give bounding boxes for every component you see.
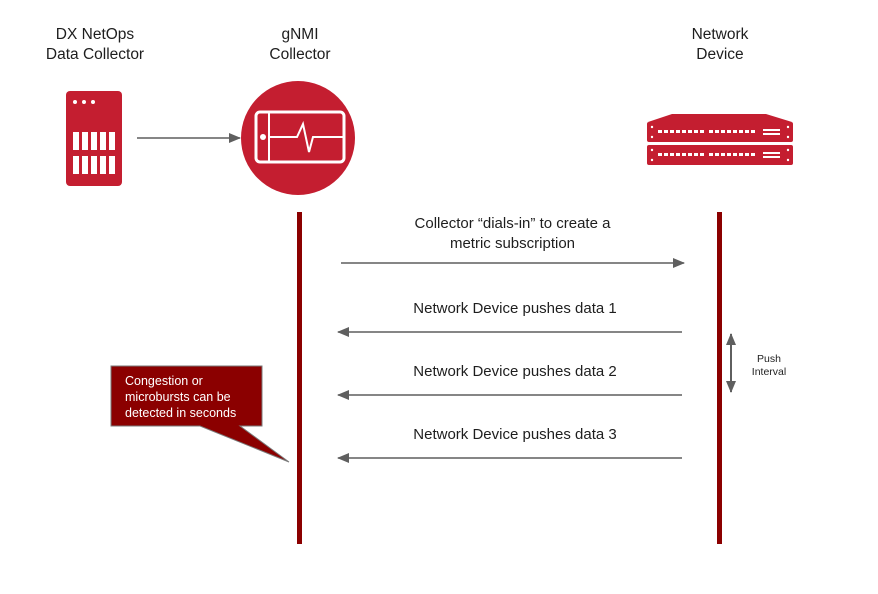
switch-port [751, 130, 755, 133]
participant-label-device: Network Device [645, 25, 795, 65]
switch-port [727, 153, 731, 156]
label-line: Data Collector [45, 46, 145, 63]
server-icon [66, 91, 122, 186]
switch-port [650, 158, 654, 162]
switch-port [676, 153, 680, 156]
switch-port [786, 148, 790, 152]
switch-port [739, 130, 743, 133]
switch-port [786, 158, 790, 162]
message-label-push-2: Network Device pushes data 2 [413, 363, 617, 380]
switch-port [733, 153, 737, 156]
switch-port [694, 130, 698, 133]
switch-port [676, 130, 680, 133]
switch-port [763, 129, 780, 131]
switch-port [709, 153, 713, 156]
lifeline-device [717, 212, 722, 544]
switch-port [733, 130, 737, 133]
message-label-subscribe: Collector “dials-in” to create a metric … [340, 214, 685, 254]
label-line: Collector “dials-in” to create a [414, 215, 611, 232]
switch-port [670, 153, 674, 156]
lifeline-gnmi [297, 212, 302, 544]
label-line: Device [696, 46, 744, 63]
label-line: DX NetOps [55, 26, 135, 43]
message-label-push-3: Network Device pushes data 3 [413, 426, 617, 443]
label-line: Congestion or [125, 374, 203, 388]
monitor-pulse-icon [241, 81, 355, 195]
switch-port [664, 130, 668, 133]
network-switch-icon [647, 114, 793, 165]
switch-port [682, 153, 686, 156]
label-line: gNMI [281, 26, 319, 43]
switch-port [721, 153, 725, 156]
label-line: Push [757, 353, 781, 365]
switch-port [670, 130, 674, 133]
switch-port [721, 130, 725, 133]
switch-port [786, 125, 790, 129]
switch-port [739, 153, 743, 156]
switch-port [763, 133, 780, 135]
label-line: detected in seconds [125, 406, 237, 420]
callout-text: Congestion or microbursts can be detecte… [125, 373, 260, 421]
label-line: Interval [751, 366, 787, 378]
switch-port [658, 153, 662, 156]
switch-port [650, 135, 654, 139]
switch-port [694, 153, 698, 156]
switch-port [715, 130, 719, 133]
participant-label-dx-netops: DX NetOps Data Collector [20, 25, 170, 65]
switch-port [751, 153, 755, 156]
participant-label-gnmi: gNMI Collector [225, 25, 375, 65]
switch-port [700, 130, 704, 133]
switch-port [682, 130, 686, 133]
label-line: Collector [269, 46, 331, 63]
switch-port [688, 130, 692, 133]
label-line: microbursts can be [125, 390, 231, 404]
switch-port [786, 135, 790, 139]
switch-port [763, 152, 780, 154]
switch-port [745, 130, 749, 133]
switch-port [763, 156, 780, 158]
push-interval-label: Push Interval [748, 353, 790, 379]
label-line: metric subscription [449, 235, 576, 252]
callout-bubble [110, 365, 290, 463]
switch-port [658, 130, 662, 133]
switch-port [664, 153, 668, 156]
label-line: Network [691, 26, 749, 43]
switch-port [650, 125, 654, 129]
switch-port [715, 153, 719, 156]
message-label-push-1: Network Device pushes data 1 [413, 300, 617, 317]
switch-port [745, 153, 749, 156]
switch-port [709, 130, 713, 133]
switch-port [700, 153, 704, 156]
switch-port [650, 148, 654, 152]
switch-port [688, 153, 692, 156]
switch-port [727, 130, 731, 133]
